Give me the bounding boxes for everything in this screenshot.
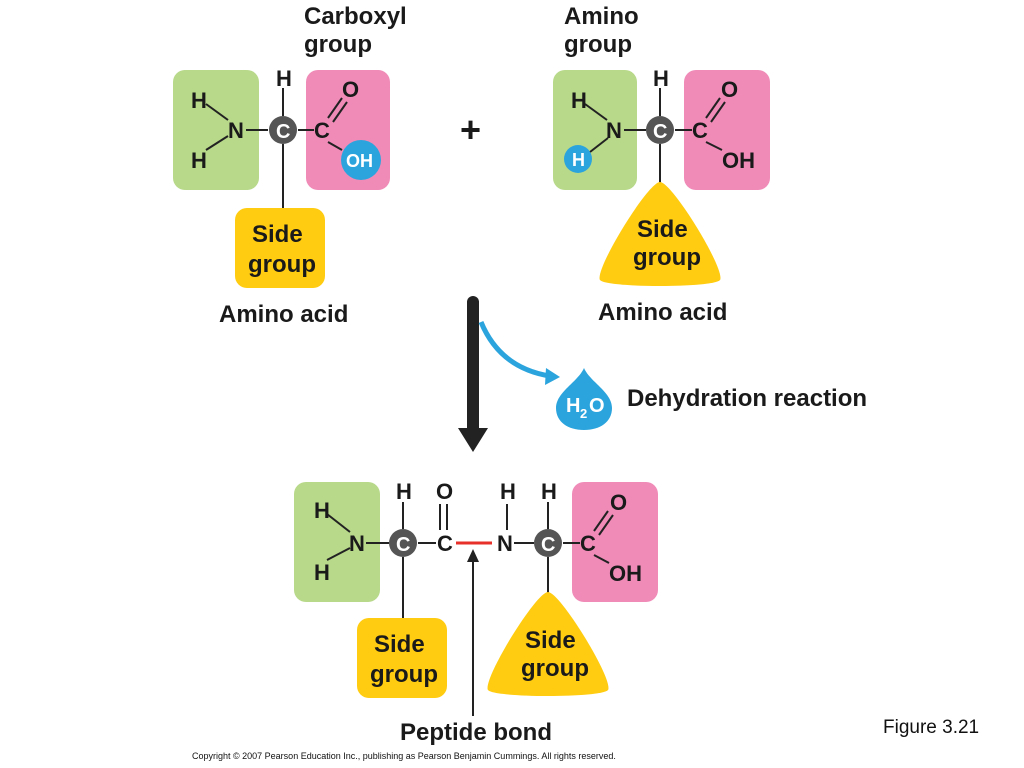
atom-h: H [276,66,292,91]
atom-c-alpha: C [276,121,290,143]
bond [326,513,351,533]
atom-o: O [436,479,453,504]
side-group-label-line2: group [633,244,701,271]
peptide-bond-label: Peptide bond [400,719,552,746]
arrow-head [458,428,488,452]
hydrogen-highlight [564,145,592,173]
amino-group-label-line2: group [564,31,632,58]
atom-oh: OH [346,151,373,171]
side-group-product-1 [357,618,447,698]
bond [205,103,229,121]
reaction-arrow [458,296,560,452]
amino-group-box-left [173,70,259,190]
amino-acid-caption-right: Amino acid [598,299,727,326]
side-group-label-line1: Side [637,216,688,243]
bond [584,103,608,121]
bond [326,547,351,561]
atom-n: N [606,118,622,143]
water-arrow-head [545,368,560,385]
side-group-left [235,208,325,288]
atom-oh: OH [722,148,755,173]
atom-h: H [191,88,207,113]
amino-acid-right: H H N H C C O OH Side group [553,66,770,286]
atom-h: H [500,479,516,504]
atom-o: O [721,77,738,102]
atom-c: C [437,531,453,556]
amino-acid-left: H H N H C C O OH Side group [173,66,390,288]
atom-n: N [497,531,513,556]
amino-group-label-line1: Amino [564,3,639,30]
alpha-carbon-right [646,116,674,144]
hydroxyl-highlight [341,140,381,180]
bond [332,101,348,123]
atom-h: H [571,88,587,113]
atom-c-alpha: C [396,534,410,556]
bond [593,510,609,532]
alpha-carbon-product-1 [389,529,417,557]
water-o: O [589,395,605,417]
atom-c: C [580,531,596,556]
dipeptide: H H N H C C O N H H C C O OH Side group … [294,479,658,698]
water-h: H [566,395,580,417]
bond [589,137,609,153]
bond [327,97,343,119]
atom-c: C [692,118,708,143]
alpha-carbon-left [269,116,297,144]
atom-h: H [314,560,330,585]
side-group-label-line1: Side [252,221,303,248]
carboxyl-group-label-line1: Carboxyl [304,3,407,30]
alpha-carbon-product-2 [534,529,562,557]
bond [327,141,343,151]
dehydration-reaction-label: Dehydration reaction [627,385,867,412]
carboxyl-group-label-line2: group [304,31,372,58]
atom-h: H [191,148,207,173]
side-group-label-line1: Side [525,627,576,654]
side-group-product-2 [487,592,609,696]
side-group-right [599,182,721,286]
amino-acid-caption-left: Amino acid [219,301,348,328]
plus-sign: + [460,109,481,150]
side-group-label-line1: Side [374,631,425,658]
atom-c-alpha: C [541,534,555,556]
atom-o: O [342,77,359,102]
side-group-label-line2: group [248,251,316,278]
atom-n: N [228,118,244,143]
water-subscript: 2 [580,406,587,421]
atom-oh: OH [609,561,642,586]
atom-h: H [396,479,412,504]
atom-h: H [541,479,557,504]
carboxyl-group-box-product [572,482,658,602]
bond [598,514,614,536]
bond [705,141,723,151]
atom-h: H [314,498,330,523]
bond [710,101,726,123]
atom-n: N [349,531,365,556]
pointer-arrow-head [467,549,479,562]
atom-h: H [653,66,669,91]
atom-c: C [314,118,330,143]
atom-c-alpha: C [653,121,667,143]
bond [205,135,229,151]
bond [705,97,721,119]
peptide-bond-pointer [467,549,479,716]
figure-label: Figure 3.21 [883,717,980,738]
atom-o: O [610,490,627,515]
side-group-label-line2: group [370,661,438,688]
bond [593,554,610,564]
carboxyl-group-box-right [684,70,770,190]
amino-group-box-product [294,482,380,602]
water-drop-icon [556,368,612,430]
water-release-arrow [478,321,551,379]
water-molecule: H 2 O [556,368,612,430]
atom-h-removed: H [572,150,585,170]
copyright-notice: Copyright © 2007 Pearson Education Inc.,… [192,751,616,761]
side-group-label-line2: group [521,655,589,682]
